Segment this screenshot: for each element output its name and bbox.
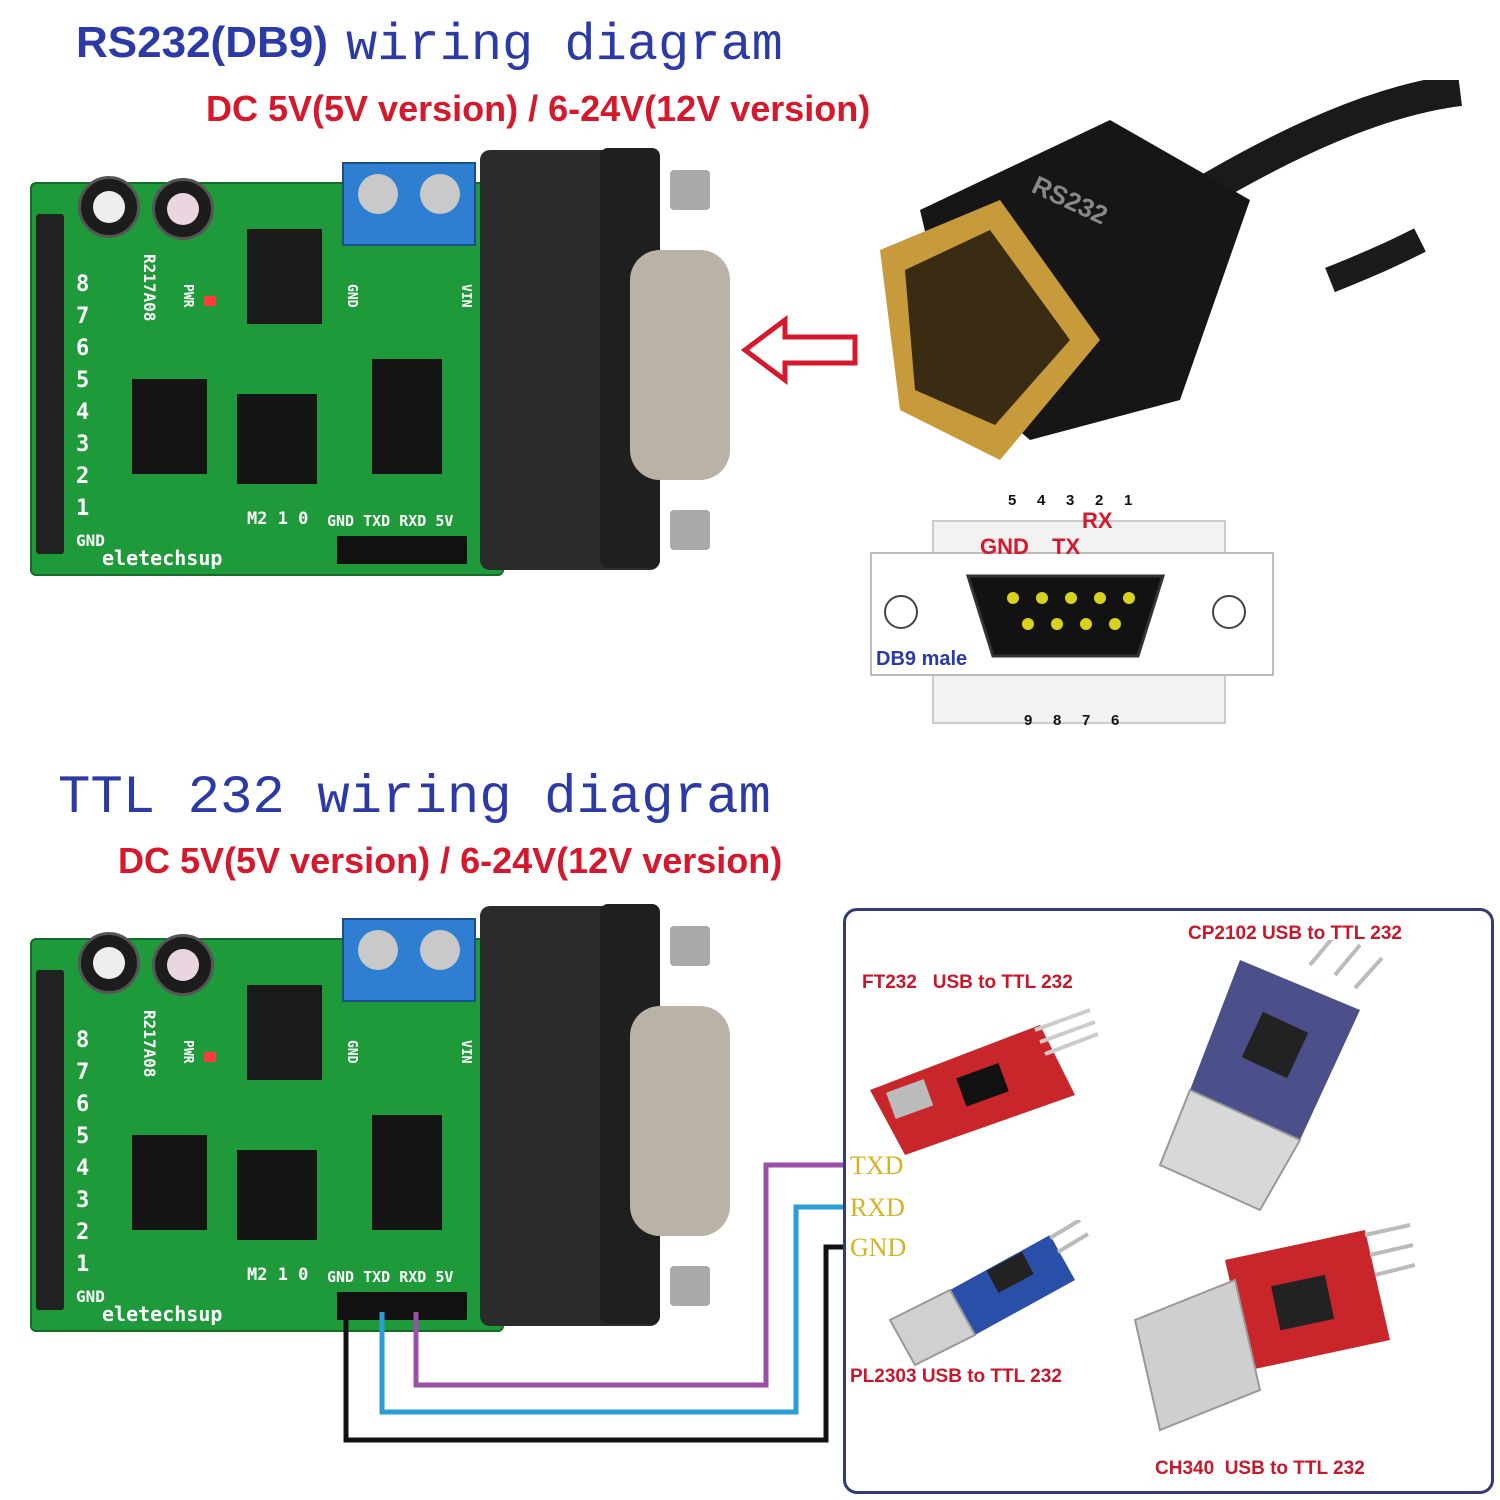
vin-label: VIN <box>458 284 473 308</box>
ic-chip <box>372 1115 442 1230</box>
pin-label: GND TXD RXD 5V <box>327 512 454 530</box>
pin-number: 8 <box>1053 712 1062 729</box>
ch340-module <box>1133 1223 1415 1432</box>
gnd-label: GND <box>344 284 359 308</box>
ch340-label: CH340 USB to TTL 232 <box>1155 1458 1365 1479</box>
ic-chip <box>132 379 207 474</box>
db9-male-label: DB9 male <box>876 648 968 670</box>
channel-header <box>36 970 64 1310</box>
ft232-module <box>870 1008 1099 1155</box>
db9-female-connector <box>480 904 730 1326</box>
arrow-left-icon <box>740 315 858 385</box>
vin-label: VIN <box>458 1040 473 1064</box>
model-label: R217A08 <box>140 254 159 322</box>
pin-number: 9 <box>1024 712 1033 729</box>
rx-pin-label: RX <box>1082 508 1113 533</box>
txd-label: TXD <box>850 1151 904 1180</box>
ic-chip <box>132 1135 207 1230</box>
power-led <box>204 1052 216 1062</box>
ttl-header <box>337 1292 467 1320</box>
pl2303-module <box>888 1220 1090 1367</box>
pin-label: GND TXD RXD 5V <box>327 1268 454 1286</box>
pwr-label: PWR <box>180 1040 195 1064</box>
db9-pinout: 5 4 3 2 1 9 8 7 6 GND TX RX DB9 male <box>870 490 1280 730</box>
rs232-title-main: RS232(DB9) <box>76 18 328 67</box>
rs232-title-suffix: wiring diagram <box>346 16 783 75</box>
gnd-label: GND <box>344 1040 359 1064</box>
gnd-wire-label: GND <box>850 1233 907 1262</box>
ft232-label: FT232 USB to TTL 232 <box>862 972 1073 993</box>
terminal-block <box>342 162 476 246</box>
tx-pin-label: TX <box>1052 534 1081 559</box>
screw-hole <box>884 595 918 629</box>
capacitor <box>152 178 214 240</box>
rs232-cable <box>880 80 1463 460</box>
screw-hole <box>1212 595 1246 629</box>
terminal-block <box>342 918 476 1002</box>
pin-number: 3 <box>1066 492 1075 509</box>
ic-chip <box>372 359 442 474</box>
power-led <box>204 296 216 306</box>
pl2303-label: PL2303 USB to TTL 232 <box>850 1366 1062 1387</box>
gnd-pin-label: GND <box>980 534 1029 559</box>
capacitor <box>152 934 214 996</box>
ic-chip <box>237 394 317 484</box>
channel-header <box>36 214 64 554</box>
pin-number: 7 <box>1082 712 1091 729</box>
cp2102-module <box>1158 940 1384 1212</box>
regulator <box>247 229 322 324</box>
model-label: R217A08 <box>140 1010 159 1078</box>
ic-chip <box>237 1150 317 1240</box>
capacitor <box>78 932 140 994</box>
pin-number: 2 <box>1095 492 1104 509</box>
capacitor <box>78 176 140 238</box>
mode-label: M2 1 0 <box>247 1265 309 1285</box>
db9-shell <box>965 574 1166 658</box>
rs232-power-spec: DC 5V(5V version) / 6-24V(12V version) <box>206 88 871 129</box>
ttl-power-spec: DC 5V(5V version) / 6-24V(12V version) <box>118 840 783 881</box>
brand-label: eletechsup <box>102 546 223 570</box>
ttl-header <box>337 536 467 564</box>
regulator <box>247 985 322 1080</box>
ttl-title: TTL 232 wiring diagram <box>58 768 771 829</box>
brand-label: eletechsup <box>102 1302 223 1326</box>
rxd-label: RXD <box>850 1193 905 1222</box>
pin-number: 6 <box>1111 712 1120 729</box>
pin-number: 1 <box>1124 492 1133 509</box>
mode-label: M2 1 0 <box>247 509 309 529</box>
pwr-label: PWR <box>180 284 195 308</box>
db9-female-connector <box>480 148 730 570</box>
pin-number: 5 <box>1008 492 1017 509</box>
pin-number: 4 <box>1037 492 1046 509</box>
cp2102-label: CP2102 USB to TTL 232 <box>1188 923 1403 944</box>
